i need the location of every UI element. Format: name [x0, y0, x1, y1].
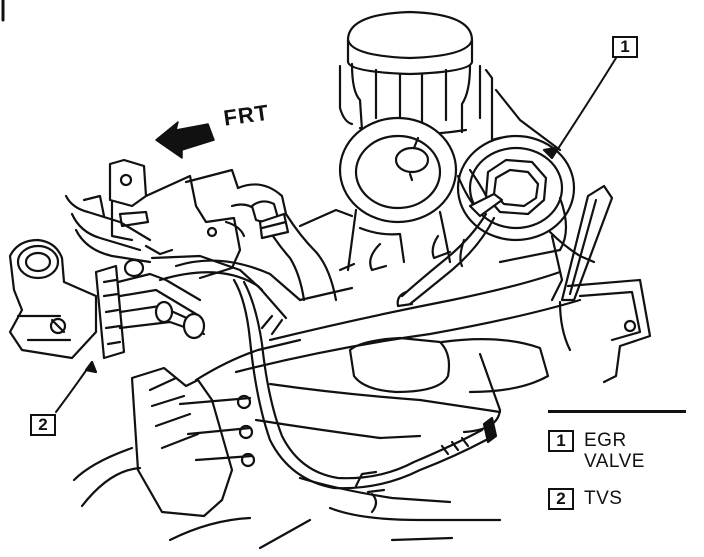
legend-text: EGR VALVE	[584, 430, 645, 472]
legend-number: 1	[556, 431, 566, 450]
callout-box-1: 1	[612, 36, 638, 58]
wire-harness	[232, 278, 498, 514]
coolant-outlet	[8, 238, 98, 360]
engine-block	[168, 270, 582, 550]
throttle-body	[338, 116, 458, 272]
legend-number-box: 1	[548, 430, 574, 452]
legend-row-1: 1 EGR VALVE	[548, 430, 645, 472]
callout-number: 1	[620, 37, 630, 56]
legend-number: 2	[556, 489, 566, 508]
valve-cover	[72, 338, 302, 518]
callout-box-2: 2	[30, 414, 56, 436]
leader-line-1	[551, 57, 617, 159]
legend-rule	[548, 410, 686, 413]
tvs-switch-cluster	[64, 194, 264, 360]
legend-row-2: 2 TVS	[548, 488, 622, 510]
legend-number-box: 2	[548, 488, 574, 510]
callout-number: 2	[38, 415, 48, 434]
vacuum-hoses	[369, 168, 504, 306]
legend-text: TVS	[584, 488, 623, 509]
right-bracket	[548, 184, 652, 384]
arrow-left-icon	[155, 121, 215, 159]
egr-valve	[456, 134, 576, 264]
mounting-bracket	[108, 158, 150, 242]
upper-hose	[230, 183, 338, 302]
leader-arrow-1	[542, 146, 558, 160]
leader-arrow-2	[84, 360, 98, 374]
